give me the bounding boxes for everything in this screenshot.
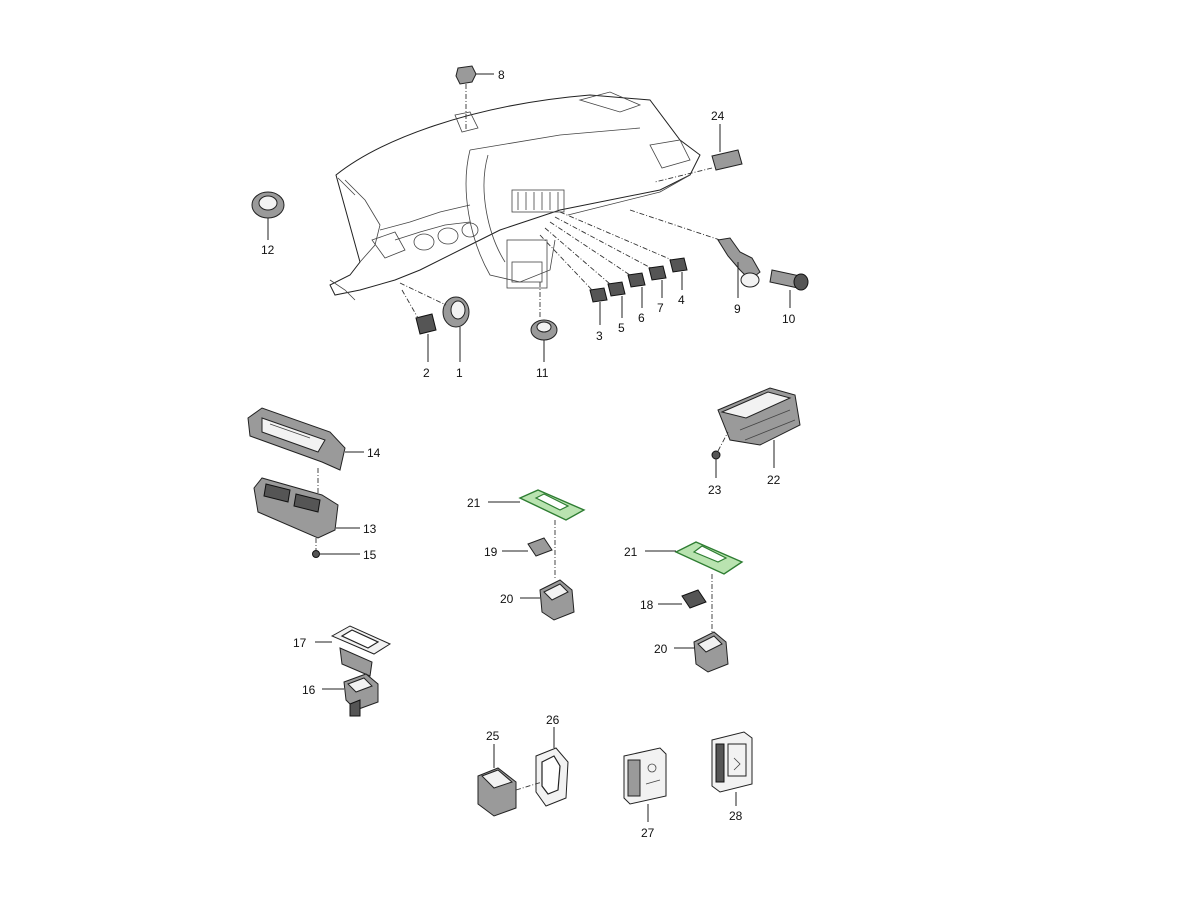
part-17: 17 (293, 625, 392, 677)
callout-16: 16 (302, 683, 316, 697)
callout-24: 24 (711, 109, 725, 123)
callout-17: 17 (293, 636, 307, 650)
callout-4: 4 (678, 293, 685, 307)
part-12: 12 (251, 191, 285, 257)
part-8: 8 (455, 65, 505, 130)
part-28: 28 (711, 731, 753, 823)
part-27: 27 (623, 747, 667, 840)
part-23: 23 (708, 431, 729, 497)
callout-3: 3 (596, 329, 603, 343)
part-22: 22 (717, 387, 801, 487)
part-1: 1 (399, 282, 470, 380)
part-3: 3 (539, 234, 608, 343)
callout-7: 7 (657, 301, 664, 315)
part-24: 24 (654, 109, 743, 183)
part-25: 25 (477, 729, 517, 817)
callout-5: 5 (618, 321, 625, 335)
part-14: 14 (247, 407, 381, 471)
callout-19: 19 (484, 545, 498, 559)
part-13: 13 (253, 468, 377, 539)
callout-11: 11 (536, 366, 549, 380)
callout-21-b: 21 (624, 545, 638, 559)
part-20-a: 20 (500, 520, 575, 621)
part-21-b: 21 (624, 541, 744, 575)
callout-1: 1 (456, 366, 463, 380)
part-2: 2 (401, 289, 437, 380)
callout-18: 18 (640, 598, 654, 612)
callout-20-b: 20 (654, 642, 668, 656)
callout-22: 22 (767, 473, 781, 487)
callout-28: 28 (729, 809, 743, 823)
callout-10: 10 (782, 312, 796, 326)
callout-21-a: 21 (467, 496, 481, 510)
callout-25: 25 (486, 729, 500, 743)
part-10: 10 (769, 269, 809, 326)
callout-13: 13 (363, 522, 377, 536)
part-19: 19 (484, 537, 553, 559)
part-16: 16 (302, 673, 379, 717)
callout-26: 26 (546, 713, 560, 727)
part-6: 6 (549, 221, 646, 325)
part-26: 26 (515, 713, 569, 807)
callout-2: 2 (423, 366, 430, 380)
dashboard-outline (329, 91, 701, 301)
callout-14: 14 (367, 446, 381, 460)
part-18: 18 (640, 589, 707, 612)
callout-12: 12 (261, 243, 275, 257)
callout-23: 23 (708, 483, 722, 497)
callout-15: 15 (363, 548, 377, 562)
part-4: 4 (559, 211, 688, 307)
callout-9: 9 (734, 302, 741, 316)
part-20-b: 20 (654, 574, 729, 673)
part-15: 15 (312, 538, 377, 562)
part-5: 5 (544, 227, 626, 335)
part-7: 7 (554, 216, 667, 315)
part-9: 9 (629, 209, 761, 316)
callout-20-a: 20 (500, 592, 514, 606)
callout-6: 6 (638, 311, 645, 325)
part-21-a: 21 (467, 489, 586, 521)
part-11: 11 (530, 282, 558, 380)
callout-8: 8 (498, 68, 505, 82)
callout-27: 27 (641, 826, 655, 840)
